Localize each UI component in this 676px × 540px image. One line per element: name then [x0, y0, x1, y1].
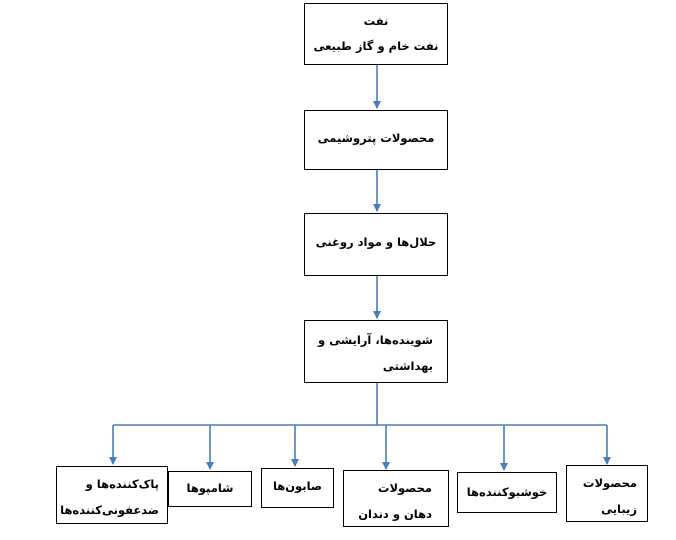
node-beauty-line2: زیبایی — [601, 502, 637, 516]
node-detergents-line1: شوینده‌ها، آرایشی و — [318, 333, 433, 347]
node-deodorants: خوشبوکننده‌ها — [457, 472, 557, 513]
node-solvents-label: حلال‌ها و مواد روغنی — [315, 235, 437, 249]
node-oral-dental-products: محصولات دهان و دندان — [343, 470, 449, 527]
node-detergents-cosmetics-hygiene: شوینده‌ها، آرایشی و بهداشتی — [304, 320, 448, 383]
node-shampoos-label: شامپوها — [186, 481, 234, 495]
node-cleaners-line1: پاک‌کننده‌ها و — [85, 477, 159, 491]
node-solvents-oils: حلال‌ها و مواد روغنی — [304, 213, 448, 276]
node-petrochemical-label: محصولات پتروشیمی — [317, 131, 435, 145]
node-soaps-label: صابون‌ها — [272, 479, 323, 493]
node-soaps: صابون‌ها — [261, 468, 334, 508]
node-crude-oil-gas: نفت نفت خام و گاز طبیعی — [304, 3, 448, 65]
node-beauty-products: محصولات زیبایی — [566, 465, 648, 522]
node-cleaners-disinfectants: پاک‌کننده‌ها و ضدعفونی‌کننده‌ها — [56, 466, 168, 524]
node-crude-oil-subtitle: نفت خام و گاز طبیعی — [313, 39, 439, 53]
node-petrochemical-products: محصولات پتروشیمی — [304, 110, 448, 170]
node-oral-line1: محصولات — [377, 481, 432, 495]
node-deodorants-label: خوشبوکننده‌ها — [466, 485, 548, 499]
node-cleaners-line2: ضدعفونی‌کننده‌ها — [60, 503, 159, 517]
node-detergents-line2: بهداشتی — [382, 359, 433, 373]
node-oral-line2: دهان و دندان — [358, 507, 432, 521]
node-beauty-line1: محصولات — [582, 476, 637, 490]
node-shampoos: شامپوها — [168, 471, 252, 507]
node-crude-oil-title: نفت — [363, 14, 389, 28]
